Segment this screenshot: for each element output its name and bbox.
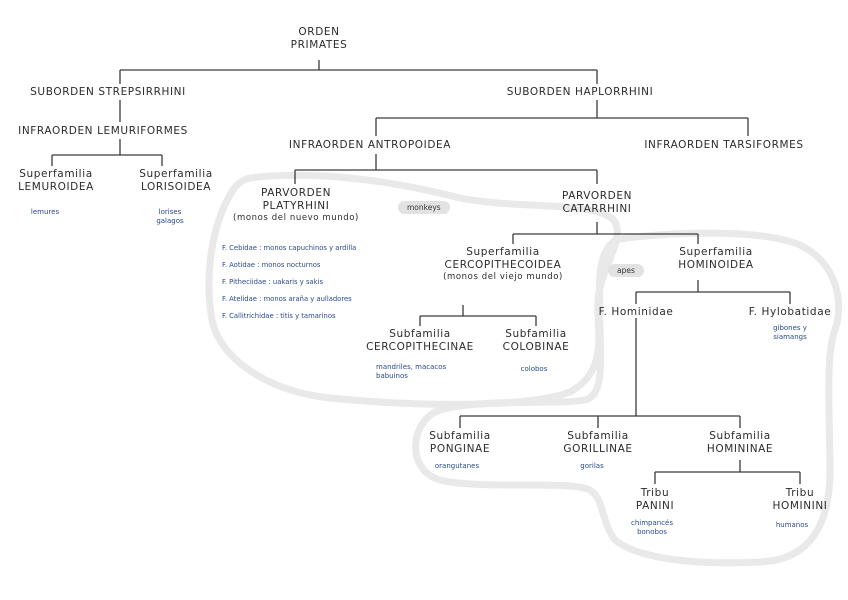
superfamily-label: Superfamilia	[679, 246, 753, 258]
gibbons-note: gibones y	[773, 324, 807, 332]
gorillinae-label: GORILLINAE	[563, 443, 633, 456]
order-primates-node: ORDEN PRIMATES	[291, 26, 348, 52]
anthropoidea-group-outline	[205, 171, 621, 408]
subfamily-label: Subfamilia	[429, 430, 491, 442]
lorises-note: lorises	[158, 208, 182, 216]
subfamily-gorillinae-node: Subfamilia GORILLINAE	[563, 430, 632, 456]
colobinae-label: COLOBINAE	[502, 341, 570, 354]
hylobatidae-note: gibones y siamangs	[773, 324, 807, 343]
cercopithecinae-label: CERCOPITHECINAE	[366, 341, 474, 354]
new-world-monkeys-label: (monos del nuevo mundo)	[233, 213, 359, 224]
parvorder-platyrrhini-node: PARVORDEN PLATYRHINI (monos del nuevo mu…	[233, 187, 359, 224]
superfamily-hominoidea-node: Superfamilia HOMINOIDEA	[678, 246, 753, 272]
hominini-note: humanos	[775, 521, 809, 529]
tribe-panini-node: Tribu PANINI	[636, 487, 674, 513]
hominoidea-group-outline	[412, 229, 843, 567]
infraorder-lemuriformes-label: INFRAORDEN LEMURIFORMES	[18, 125, 188, 137]
catarrhini-label: CATARRHINI	[562, 203, 632, 216]
superfamily-label: Superfamilia	[139, 168, 213, 180]
family-pitheciidae-note: F. Pitheciidae : uakaris y sakis	[222, 278, 324, 286]
subfamily-homininae-node: Subfamilia HOMININAE	[707, 430, 773, 456]
monkeys-tag: monkeys	[398, 201, 450, 214]
mandrills-macaques-note: mandriles, macacos	[376, 363, 447, 371]
lemuroidea-note: lemures	[30, 208, 60, 216]
gorillinae-note: gorilas	[580, 462, 604, 470]
family-aotidae-note: F. Aotidae : monos nocturnos	[222, 261, 321, 269]
siamangs-note: siamangs	[773, 333, 807, 342]
subfamily-label: Subfamilia	[505, 328, 567, 340]
superfamily-cercopithecoidea-node: Superfamilia CERCOPITHECOIDEA (monos del…	[443, 246, 563, 283]
bonobos-note: bonobos	[637, 528, 667, 537]
family-cebidae-note: F. Cebidae : monos capuchinos y ardilla	[222, 244, 357, 252]
platyrrhini-label: PLATYRHINI	[262, 200, 330, 213]
hominoidea-label: HOMINOIDEA	[678, 259, 754, 272]
family-hylobatidae-label: F. Hylobatidae	[748, 306, 832, 318]
family-atelidae-note: F. Atelidae : monos araña y aulladores	[222, 295, 352, 303]
ponginae-label: PONGINAE	[429, 443, 491, 456]
primates-label: PRIMATES	[290, 39, 348, 52]
tribe-hominini-node: Tribu HOMININI	[772, 487, 827, 513]
suborder-haplorrhini-label: SUBORDEN HAPLORRHINI	[506, 86, 654, 98]
lorisoidea-label: LORISOIDEA	[140, 181, 212, 194]
panini-label: PANINI	[635, 500, 675, 513]
subfamily-label: Subfamilia	[709, 430, 771, 442]
superfamily-lemuroidea-node: Superfamilia LEMUROIDEA	[18, 168, 94, 194]
cercopithecinae-note: mandriles, macacos babuinos	[376, 363, 446, 382]
lorisoidea-note: lorises galagos	[156, 208, 183, 227]
parvorder-label: PARVORDEN	[260, 187, 332, 199]
tribe-label: Tribu	[640, 487, 670, 499]
family-hominidae-label: F. Hominidae	[598, 306, 674, 318]
infraorder-tarsiformes-label: INFRAORDEN TARSIFORMES	[644, 139, 804, 151]
subfamily-cercopithecinae-node: Subfamilia CERCOPITHECINAE	[366, 328, 474, 354]
subfamily-label: Subfamilia	[567, 430, 629, 442]
cercopithecoidea-label: CERCOPITHECOIDEA	[444, 259, 562, 272]
parvorder-label: PARVORDEN	[561, 190, 633, 202]
ponginae-note: orangutanes	[434, 462, 480, 470]
hominini-label: HOMININI	[772, 500, 828, 513]
superfamily-label: Superfamilia	[19, 168, 93, 180]
subfamily-colobinae-node: Subfamilia COLOBINAE	[503, 328, 570, 354]
apes-tag: apes	[608, 264, 644, 277]
parvorder-catarrhini-node: PARVORDEN CATARRHINI	[562, 190, 632, 216]
family-callitrichidae-note: F. Callitrichidae : titis y tamarinos	[222, 312, 336, 320]
homininae-label: HOMININAE	[706, 443, 774, 456]
galagos-note: galagos	[156, 217, 184, 226]
old-world-monkeys-label: (monos del viejo mundo)	[443, 272, 563, 283]
subfamily-ponginae-node: Subfamilia PONGINAE	[429, 430, 491, 456]
infraorder-antropoidea-label: INFRAORDEN ANTROPOIDEA	[288, 139, 452, 151]
tribe-label: Tribu	[785, 487, 815, 499]
order-label: ORDEN	[298, 26, 340, 38]
chimpanzees-note: chimpancés	[630, 519, 674, 527]
panini-note: chimpancés bonobos	[631, 519, 673, 538]
superfamily-lorisoidea-node: Superfamilia LORISOIDEA	[139, 168, 213, 194]
suborder-strepsirrhini-label: SUBORDEN STREPSIRRHINI	[30, 86, 186, 98]
colobinae-note: colobos	[520, 365, 548, 373]
lemuroidea-label: LEMUROIDEA	[18, 181, 94, 194]
subfamily-label: Subfamilia	[389, 328, 451, 340]
superfamily-label: Superfamilia	[466, 246, 540, 258]
baboons-note: babuinos	[376, 372, 408, 381]
